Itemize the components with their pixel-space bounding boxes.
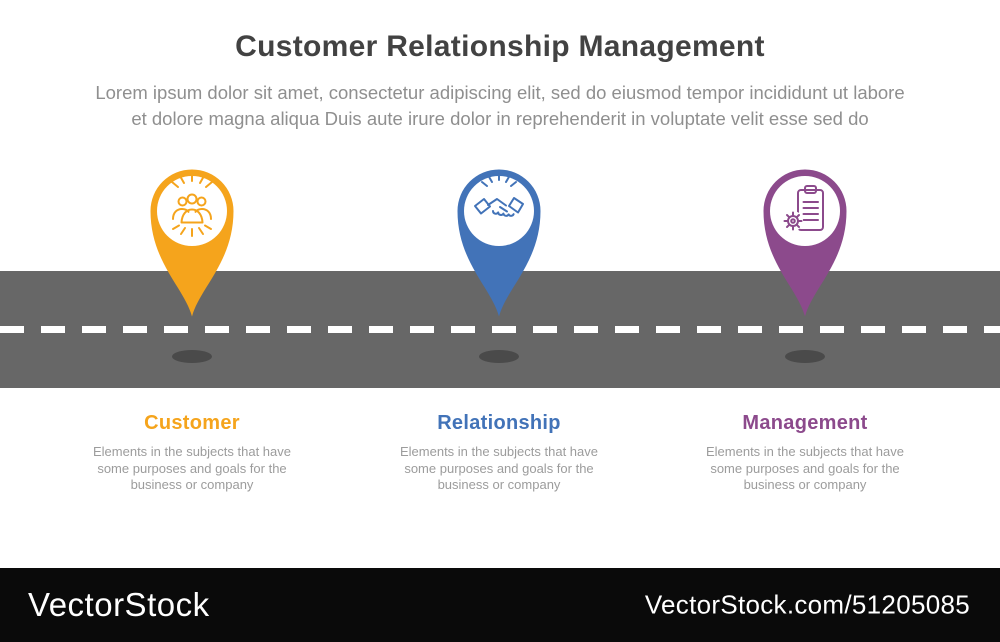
pin-shadow (785, 350, 825, 363)
team-people-icon (171, 173, 213, 237)
page-title: Customer Relationship Management (235, 30, 765, 63)
section-heading: Relationship (437, 412, 561, 434)
section-description: Elements in the subjects that have some … (92, 444, 291, 492)
section-management: Management Elements in the subjects that… (685, 412, 925, 494)
section-customer: Customer Elements in the subjects that h… (72, 412, 312, 494)
pin-shadow (172, 350, 212, 363)
section-relationship: Relationship Elements in the subjects th… (379, 412, 619, 494)
section-description: Elements in the subjects that have some … (705, 444, 904, 492)
map-pin-customer (147, 166, 237, 318)
map-pin-management (760, 166, 850, 318)
section-heading: Customer (144, 412, 240, 434)
section-description: Elements in the subjects that have some … (399, 444, 598, 492)
location-pin-icon (763, 169, 847, 317)
pin-shadow (479, 350, 519, 363)
map-pin-relationship (454, 166, 544, 318)
clipboard-gear-icon (783, 185, 824, 231)
section-heading: Management (742, 412, 868, 434)
location-pin-icon (457, 169, 541, 317)
handshake-icon (474, 173, 524, 217)
subtitle-line-2: et dolore magna aliqua Duis aute irure d… (131, 108, 869, 129)
vectorstock-credit-url: VectorStock.com/51205085 (644, 589, 970, 620)
page-subtitle: Lorem ipsum dolor sit amet, consectetur … (70, 80, 930, 132)
vectorstock-logo: VectorStock (28, 586, 210, 623)
watermark-bar: VectorStock VectorStock.com/51205085 (0, 568, 1000, 642)
location-pin-icon (150, 169, 234, 317)
subtitle-line-1: Lorem ipsum dolor sit amet, consectetur … (95, 82, 905, 103)
road-dashed-line (0, 326, 1000, 333)
